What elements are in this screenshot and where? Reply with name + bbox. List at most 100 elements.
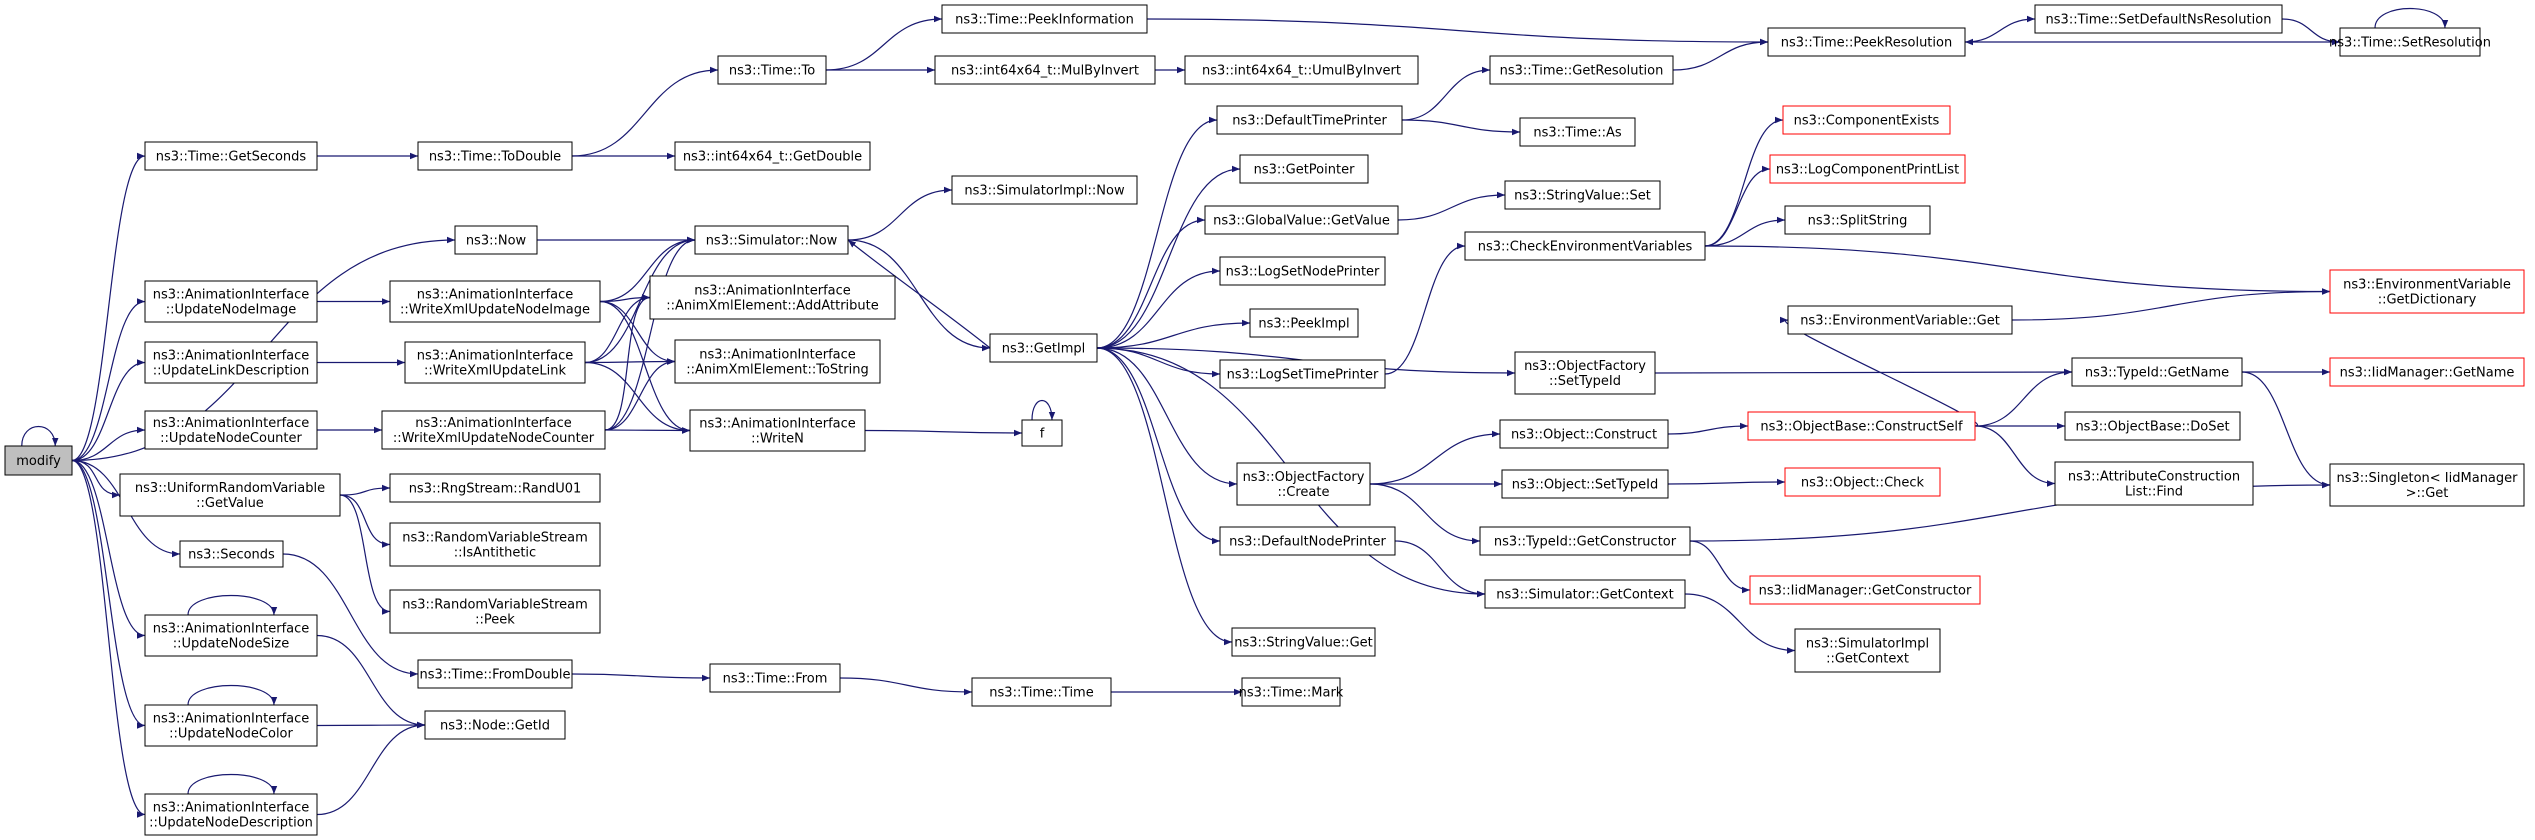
node-setResolution[interactable]: ns3::Time::SetResolution: [2329, 27, 2491, 57]
node-box: [1514, 351, 1656, 395]
node-box: [1489, 55, 1674, 85]
edge-modify-to-getSeconds: [71, 152, 146, 462]
node-updateLinkDescription[interactable]: ns3::AnimationInterface::UpdateLinkDescr…: [144, 341, 318, 384]
node-timeTo[interactable]: ns3::Time::To: [717, 55, 827, 85]
node-label: ::IsAntithetic: [454, 546, 536, 561]
node-simulatorGetContext[interactable]: ns3::Simulator::GetContext: [1484, 579, 1686, 609]
node-updateNodeColor[interactable]: ns3::AnimationInterface::UpdateNodeColor: [144, 704, 318, 747]
node-stringValueSet[interactable]: ns3::StringValue::Set: [1504, 180, 1661, 210]
node-writeN[interactable]: ns3::AnimationInterface::WriteN: [689, 409, 866, 452]
node-box: [2329, 357, 2525, 387]
node-label: ns3::GetPointer: [1254, 163, 1355, 178]
node-envVarGet[interactable]: ns3::EnvironmentVariable::Get: [1787, 305, 2013, 335]
node-doSet[interactable]: ns3::ObjectBase::DoSet: [2064, 411, 2241, 441]
node-objectFactoryCreate[interactable]: ns3::ObjectFactory::Create: [1236, 462, 1371, 506]
edge-checkEnvVars-to-splitString: [1704, 216, 1786, 247]
node-simulatorNow[interactable]: ns3::Simulator::Now: [694, 225, 849, 255]
node-seconds[interactable]: ns3::Seconds: [179, 540, 284, 568]
edge-setResolution-to-setResolution: [2374, 7, 2449, 29]
node-addAttribute[interactable]: ns3::AnimationInterface::AnimXmlElement:…: [649, 275, 896, 320]
node-updateNodeDescription[interactable]: ns3::AnimationInterface::UpdateNodeDescr…: [144, 793, 318, 836]
node-label: ns3::Simulator::GetContext: [1496, 588, 1673, 603]
node-umulByInvert[interactable]: ns3::int64x64_t::UmulByInvert: [1184, 55, 1419, 85]
node-f[interactable]: f: [1021, 419, 1063, 447]
node-box: [674, 339, 881, 384]
node-fromDouble[interactable]: ns3::Time::FromDouble: [417, 659, 573, 689]
node-getDouble[interactable]: ns3::int64x64_t::GetDouble: [674, 141, 871, 171]
node-peekImpl[interactable]: ns3::PeekImpl: [1249, 308, 1359, 338]
node-label: ns3::ObjectBase::DoSet: [2075, 420, 2229, 435]
node-label: ns3::int64x64_t::UmulByInvert: [1202, 64, 1401, 79]
node-getImpl[interactable]: ns3::GetImpl: [989, 333, 1098, 363]
node-rvsPeek[interactable]: ns3::RandomVariableStream::Peek: [389, 589, 601, 634]
node-timeFrom[interactable]: ns3::Time::From: [709, 663, 841, 693]
node-label: modify: [16, 454, 61, 469]
node-label: ::SetTypeId: [1549, 374, 1621, 389]
node-box: [1231, 627, 1376, 657]
node-uniformGetValue[interactable]: ns3::UniformRandomVariable::GetValue: [119, 473, 341, 517]
node-toString[interactable]: ns3::AnimationInterface::AnimXmlElement:…: [674, 339, 881, 384]
node-logComponentPrintList[interactable]: ns3::LogComponentPrintList: [1769, 154, 1966, 184]
node-now[interactable]: ns3::Now: [454, 225, 538, 255]
node-randU01[interactable]: ns3::RngStream::RandU01: [389, 473, 601, 503]
node-stringValueGet[interactable]: ns3::StringValue::Get: [1231, 627, 1376, 657]
node-defaultTimePrinter[interactable]: ns3::DefaultTimePrinter: [1216, 105, 1403, 135]
node-peekInformation[interactable]: ns3::Time::PeekInformation: [941, 4, 1148, 34]
node-getId[interactable]: ns3::Node::GetId: [424, 710, 566, 740]
node-updateNodeImage[interactable]: ns3::AnimationInterface::UpdateNodeImage: [144, 280, 318, 323]
node-defaultNodePrinter[interactable]: ns3::DefaultNodePrinter: [1219, 526, 1396, 556]
node-typeIdGetConstructor[interactable]: ns3::TypeId::GetConstructor: [1479, 526, 1691, 556]
node-writeXmlUpdateNodeImage[interactable]: ns3::AnimationInterface::WriteXmlUpdateN…: [389, 280, 601, 323]
node-objectConstruct[interactable]: ns3::Object::Construct: [1499, 419, 1669, 449]
node-simImplGetContext[interactable]: ns3::SimulatorImpl::GetContext: [1794, 628, 1941, 673]
node-writeXmlUpdateLink[interactable]: ns3::AnimationInterface::WriteXmlUpdateL…: [404, 341, 586, 384]
node-peekResolution[interactable]: ns3::Time::PeekResolution: [1767, 27, 1966, 57]
node-box: [1239, 154, 1369, 184]
node-componentExists[interactable]: ns3::ComponentExists: [1782, 105, 1951, 135]
edge-checkEnvVars-to-getDictionary: [1704, 245, 2331, 295]
node-mulByInvert[interactable]: ns3::int64x64_t::MulByInvert: [934, 55, 1156, 85]
node-logSetNodePrinter[interactable]: ns3::LogSetNodePrinter: [1219, 256, 1386, 286]
node-modify[interactable]: modify: [4, 445, 73, 476]
node-getResolution[interactable]: ns3::Time::GetResolution: [1489, 55, 1674, 85]
node-label: ns3::LogSetNodePrinter: [1226, 265, 1380, 280]
node-singletonGet[interactable]: ns3::Singleton< IidManager >::Get: [2329, 463, 2525, 507]
node-updateNodeCounter[interactable]: ns3::AnimationInterface::UpdateNodeCount…: [144, 410, 318, 450]
edge-simulatorNow-to-simImplNow: [847, 186, 953, 241]
node-box: [689, 409, 866, 452]
node-label: ::WriteXmlUpdateNodeImage: [400, 303, 590, 318]
node-getDictionary[interactable]: ns3::EnvironmentVariable::GetDictionary: [2329, 269, 2525, 314]
node-checkEnvVars[interactable]: ns3::CheckEnvironmentVariables: [1464, 231, 1706, 261]
node-timeMark[interactable]: ns3::Time::Mark: [1239, 677, 1344, 707]
node-objectCheck[interactable]: ns3::Object::Check: [1784, 467, 1941, 497]
node-label: ns3::Time::Mark: [1239, 686, 1344, 701]
node-isAntithetic[interactable]: ns3::RandomVariableStream::IsAntithetic: [389, 522, 601, 567]
node-box: [1787, 305, 2013, 335]
node-iidGetName[interactable]: ns3::IidManager::GetName: [2329, 357, 2525, 387]
node-constructSelf[interactable]: ns3::ObjectBase::ConstructSelf: [1747, 411, 1976, 441]
node-objectFactorySetTypeId[interactable]: ns3::ObjectFactory::SetTypeId: [1514, 351, 1656, 395]
edge-objectFactoryCreate-to-objectConstruct: [1369, 430, 1501, 485]
node-simImplNow[interactable]: ns3::SimulatorImpl::Now: [951, 175, 1138, 205]
node-splitString[interactable]: ns3::SplitString: [1784, 205, 1931, 235]
node-label: ::Peek: [475, 613, 515, 628]
node-label: ns3::AnimationInterface: [153, 712, 310, 727]
edge-typeIdGetConstructor-to-iidGetConstructor: [1689, 540, 1751, 594]
node-writeXmlUpdateNodeCounter[interactable]: ns3::AnimationInterface::WriteXmlUpdateN…: [381, 410, 606, 450]
node-timeTime[interactable]: ns3::Time::Time: [971, 677, 1112, 707]
node-objectSetTypeId[interactable]: ns3::Object::SetTypeId: [1501, 469, 1669, 499]
node-globalValueGetValue[interactable]: ns3::GlobalValue::GetValue: [1204, 205, 1399, 235]
node-typeIdGetName[interactable]: ns3::TypeId::GetName: [2071, 357, 2243, 387]
node-logSetTimePrinter[interactable]: ns3::LogSetTimePrinter: [1219, 359, 1386, 389]
node-toDouble[interactable]: ns3::Time::ToDouble: [417, 141, 573, 171]
node-getPointer[interactable]: ns3::GetPointer: [1239, 154, 1369, 184]
node-label: ns3::Now: [466, 234, 527, 249]
node-getSeconds[interactable]: ns3::Time::GetSeconds: [144, 141, 318, 171]
node-label: ns3::LogSetTimePrinter: [1227, 368, 1379, 383]
node-iidGetConstructor[interactable]: ns3::IidManager::GetConstructor: [1749, 575, 1981, 605]
node-label: ns3::EnvironmentVariable: [2343, 278, 2511, 293]
node-timeAs[interactable]: ns3::Time::As: [1519, 117, 1636, 147]
node-setDefaultNsResolution[interactable]: ns3::Time::SetDefaultNsResolution: [2034, 4, 2283, 34]
node-updateNodeSize[interactable]: ns3::AnimationInterface::UpdateNodeSize: [144, 614, 318, 657]
